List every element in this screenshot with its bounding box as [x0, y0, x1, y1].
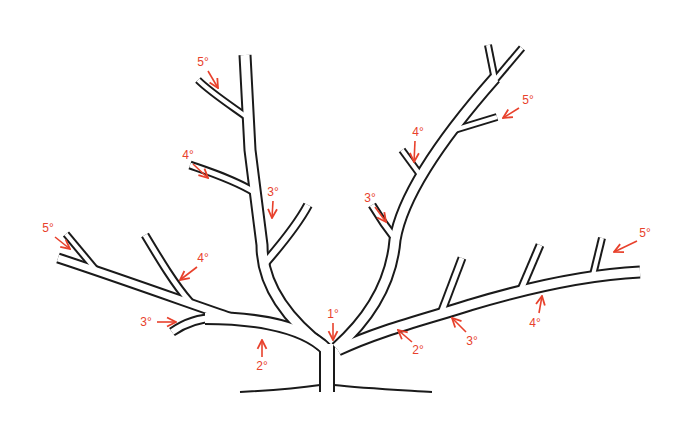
order-label: 5°	[42, 221, 53, 235]
order-label: 3°	[140, 315, 151, 329]
order-label: 2°	[256, 359, 267, 373]
pointer-arrows	[55, 71, 637, 357]
order-label: 1°	[327, 307, 338, 321]
branch-outlines	[58, 45, 640, 392]
order-label: 4°	[182, 148, 193, 162]
order-label: 4°	[529, 316, 540, 330]
order-label: 4°	[412, 125, 423, 139]
ground-line	[240, 385, 432, 392]
order-label: 3°	[466, 334, 477, 348]
order-label: 5°	[197, 55, 208, 69]
order-label: 4°	[197, 251, 208, 265]
order-label: 5°	[639, 226, 650, 240]
order-label: 3°	[267, 185, 278, 199]
order-label: 5°	[522, 93, 533, 107]
order-label: 2°	[412, 343, 423, 357]
order-label: 3°	[364, 191, 375, 205]
branch-fills	[58, 45, 640, 392]
